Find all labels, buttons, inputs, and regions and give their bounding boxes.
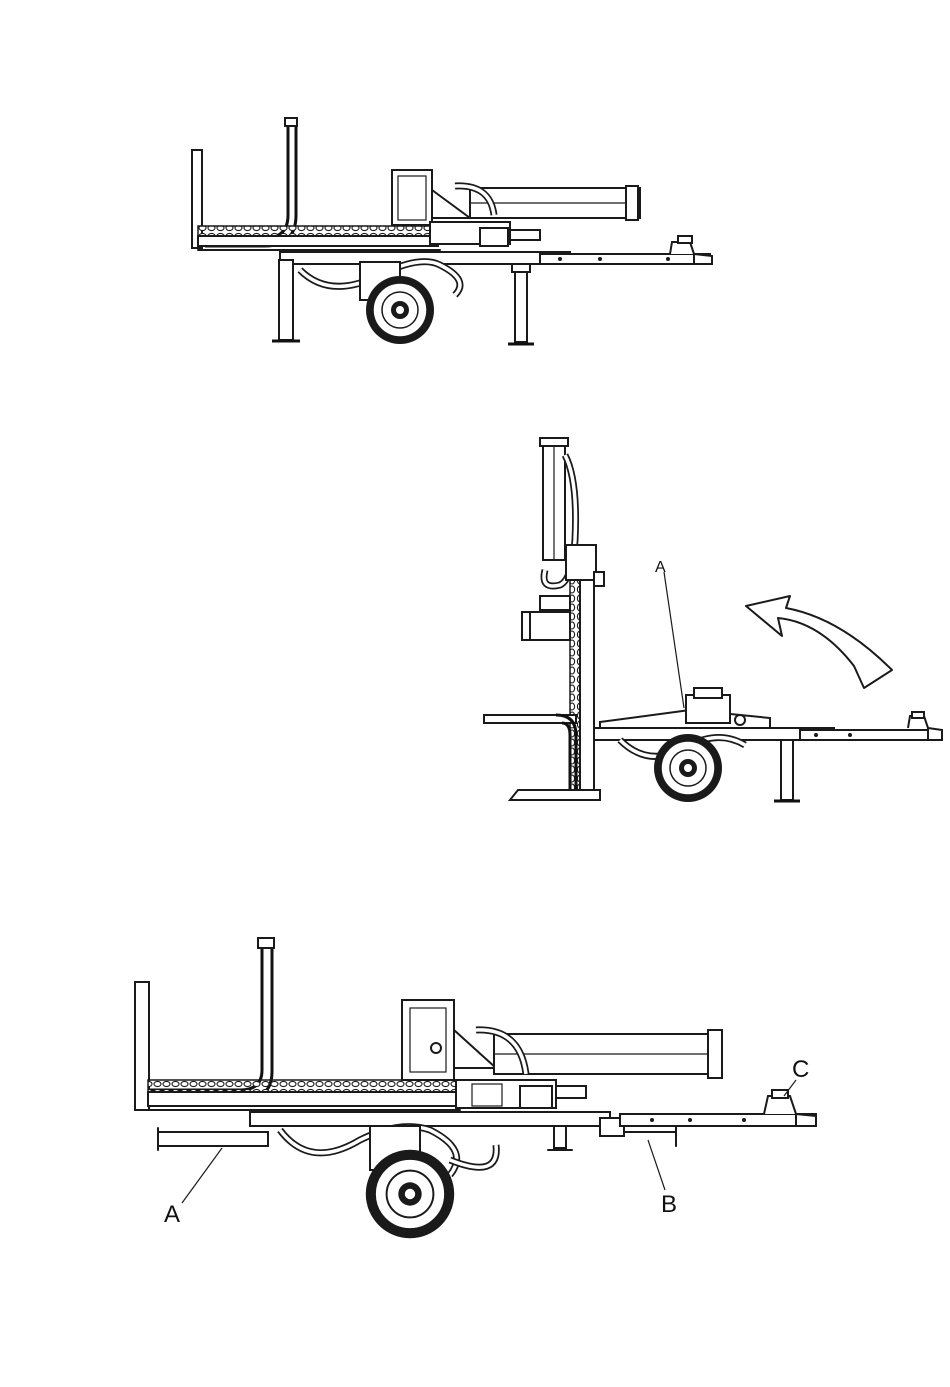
- rear-leg: [279, 260, 293, 340]
- callout-a-label: A: [655, 559, 666, 576]
- drawbar: [620, 1114, 816, 1126]
- callout-b-label: B: [661, 1191, 677, 1218]
- callout-a-label: A: [164, 1201, 180, 1228]
- wheel: [654, 734, 722, 802]
- engine: [686, 695, 730, 723]
- foot-plate: [510, 790, 600, 800]
- beam-chain: [198, 226, 438, 236]
- figure-transport-position: [192, 118, 712, 344]
- extension-a: [158, 1132, 268, 1146]
- chassis-frame: [250, 1112, 610, 1126]
- drawbar: [800, 730, 940, 740]
- wheel: [366, 1150, 454, 1238]
- wheel: [366, 276, 434, 344]
- cradle-hoop: [150, 942, 262, 1090]
- beam-chain: [148, 1080, 458, 1092]
- callout-c-label: C: [792, 1056, 809, 1083]
- figure-vertical-position: A: [484, 438, 942, 802]
- figure-horizontal-position: A B C: [135, 938, 816, 1238]
- main-beam: [198, 236, 438, 246]
- callout-b-leader: [648, 1140, 665, 1190]
- main-beam: [148, 1092, 458, 1106]
- drawbar: [540, 254, 710, 264]
- cradle-hoop: [205, 122, 288, 238]
- wedge: [528, 612, 570, 640]
- callout-a-leader: [664, 572, 684, 708]
- callout-a-leader: [182, 1148, 222, 1203]
- rotate-arrow-icon: [746, 596, 892, 688]
- jack-stand: [781, 740, 793, 800]
- front-jack-stand: [515, 268, 527, 342]
- cradle-back-plate: [135, 982, 149, 1110]
- upright-beam: [580, 545, 594, 800]
